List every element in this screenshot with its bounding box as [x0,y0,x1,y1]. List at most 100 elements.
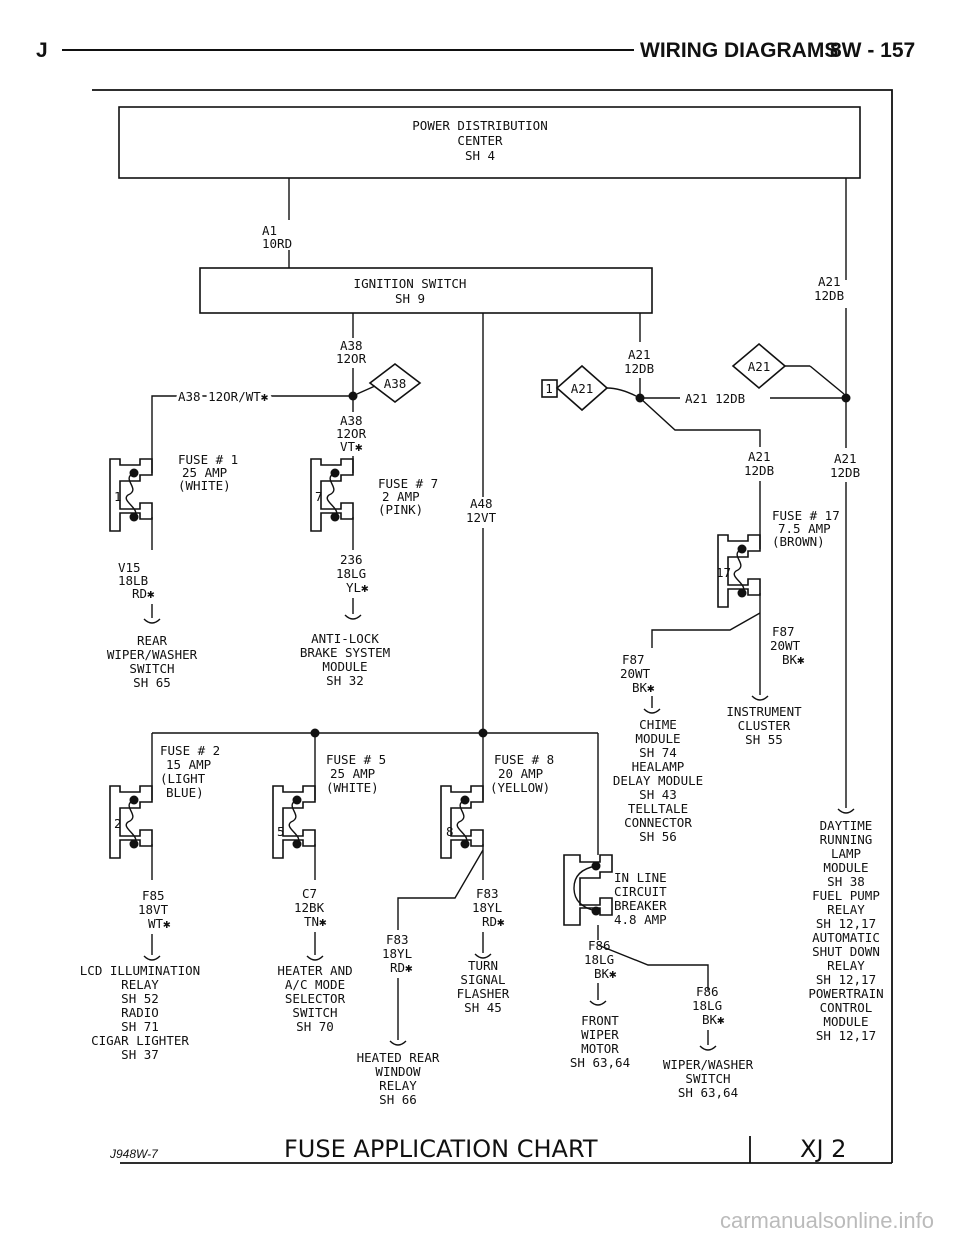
fuse-7-label-1: FUSE # 7 [378,476,438,491]
connector-tag-a21-left [555,364,609,412]
wire-a1-2: 10RD [262,236,292,251]
fuse-17-label-3: (BROWN) [772,534,825,549]
model-tag: XJ 2 [800,1135,846,1163]
dest-lcd-4: RADIO [121,1005,159,1020]
fuse-1-label-1: FUSE # 1 [178,452,238,467]
ground-symbol [699,1045,717,1051]
breaker-label-4: 4.8 AMP [614,912,667,927]
pdc-label-1: POWER DISTRIBUTION [412,118,547,133]
wire-a21-right-2: 12DB [814,288,844,303]
dest-drl-5: SH 38 [827,874,865,889]
fuse-1-label-3: (WHITE) [178,478,231,493]
wire-f86-left-3: BK✱ [594,966,617,981]
dest-lcd-7: SH 37 [121,1047,159,1062]
fuse-8-number: 8 [446,824,454,839]
wire-f83-right-2: 18YL [472,900,502,915]
wire-a21-f17-1: A21 [748,449,771,464]
wire-v15-3: RD✱ [132,586,155,601]
fuse-5 [272,785,316,859]
fuse-2-label-3: (LIGHT [160,771,206,786]
wire-f83-right-3: RD✱ [482,914,505,929]
dest-heater-1: HEATER AND [277,963,352,978]
power-distribution-center-box [118,106,861,179]
connector-tag-1-label: 1 [545,381,553,396]
dest-chime-2: MODULE [635,731,680,746]
ground-symbol [643,708,661,714]
wire-a21-f17b-1: A21 [834,451,857,466]
fuse-8-label-3: (YELLOW) [490,780,550,795]
fuse-17-label-2: 7.5 AMP [778,521,831,536]
dest-heated-rear-2: WINDOW [375,1064,421,1079]
wire-a38-top-2: 12OR [336,351,367,366]
dest-drl-14: CONTROL [820,1000,873,1015]
dest-lcd-2: RELAY [121,977,159,992]
dest-chime-5: DELAY MODULE [613,773,703,788]
dest-heater-2: A/C MODE [285,977,345,992]
fuse-8-label-1: FUSE # 8 [494,752,554,767]
dest-drl-16: SH 12,17 [816,1028,876,1043]
dest-abs-4: SH 32 [326,673,364,688]
dest-heater-4: SWITCH [292,1005,337,1020]
wire-f86-left-1: F86 [588,938,611,953]
fuse-17-label-1: FUSE # 17 [772,508,840,523]
chart-title: FUSE APPLICATION CHART [284,1135,598,1163]
ground-symbol [389,1040,407,1046]
dest-heated-rear-1: HEATED REAR [357,1050,440,1065]
dest-lcd-5: SH 71 [121,1019,159,1034]
fuse-1-label-2: 25 AMP [182,465,227,480]
figure-code: J948W-7 [109,1147,159,1161]
wire-a38-mid-1: A38 [340,413,363,428]
wire-f87-right-3: BK✱ [782,652,805,667]
dest-cluster-3: SH 55 [745,732,783,747]
dest-lcd-6: CIGAR LIGHTER [91,1033,189,1048]
fuse-7-label-3: (PINK) [378,502,423,517]
wire-f87-left-1: F87 [622,652,645,667]
dest-abs-2: BRAKE SYSTEM [300,645,390,660]
pdc-label-2: CENTER [457,133,503,148]
dest-drl-3: LAMP [831,846,861,861]
wire-f87-right-2: 20WT [770,638,801,653]
dest-chime-4: HEALAMP [632,759,685,774]
wire-f85-2: 18VT [138,902,169,917]
header-page: 8W - 157 [830,39,915,62]
wire-a21-run: A21 12DB [685,391,745,406]
dest-chime-6: SH 43 [639,787,677,802]
dest-chime-7: TELLTALE [628,801,688,816]
wire-f83-right-1: F83 [476,886,499,901]
wire-f86-right-1: F86 [696,984,719,999]
wire-f87-left-2: 20WT [620,666,651,681]
dest-turn-3: FLASHER [457,986,510,1001]
dest-drl-15: MODULE [823,1014,868,1029]
wire-f85-1: F85 [142,888,165,903]
ground-symbol [751,695,769,701]
wire-a38-branch: A38 12OR/WT✱ [178,389,269,404]
dest-abs-3: MODULE [322,659,367,674]
wire-f83-left-2: 18YL [382,946,412,961]
ground-symbol [837,808,855,814]
ground-symbol [143,618,161,624]
fuse-1-number: 1 [114,489,122,504]
dest-wiper-switch-1: WIPER/WASHER [663,1057,754,1072]
ignition-label-1: IGNITION SWITCH [354,276,467,291]
wire-v15-2: 18LB [118,573,148,588]
connector-tag-a21-right [731,342,787,390]
dest-lcd-1: LCD ILLUMINATION [80,963,200,978]
wire-v15-1: V15 [118,560,141,575]
dest-turn-2: SIGNAL [460,972,505,987]
wire-f87-right-1: F87 [772,624,795,639]
header-title: WIRING DIAGRAMS [640,39,838,62]
wire-f86-left-2: 18LG [584,952,614,967]
dest-wiper-switch-3: SH 63,64 [678,1085,738,1100]
dest-rear-wiper-2: WIPER/WASHER [107,647,198,662]
dest-lcd-3: SH 52 [121,991,159,1006]
dest-drl-8: SH 12,17 [816,916,876,931]
wire-f87-left-3: BK✱ [632,680,655,695]
watermark: carmanualsonline.info [720,1208,934,1233]
wire-f86-right-3: BK✱ [702,1012,725,1027]
dest-drl-1: DAYTIME [820,818,873,833]
wire-a21-right-1: A21 [818,274,841,289]
ignition-label-2: SH 9 [395,291,425,306]
fuse-17-number: 17 [716,565,731,580]
fuse-8-label-2: 20 AMP [498,766,543,781]
wire-a48-2: 12VT [466,510,497,525]
